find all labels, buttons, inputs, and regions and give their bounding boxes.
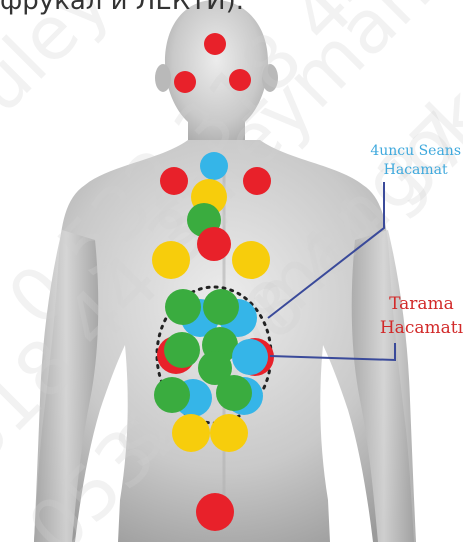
point-yellow-mid-right <box>232 241 270 279</box>
scan-label-line1: Tarama <box>380 292 463 316</box>
scan-label: Tarama Hacamatı <box>380 292 463 340</box>
point-red-head-right <box>229 69 251 91</box>
point-green-l1 <box>165 289 201 325</box>
point-red-sacrum <box>196 493 234 531</box>
point-blue-neck <box>200 152 228 180</box>
point-green-l3 <box>164 332 200 368</box>
header-partial-text: фрукал и ЛЕКТИ). <box>0 0 244 16</box>
point-red-upper <box>197 227 231 261</box>
point-green-l6 <box>154 377 190 413</box>
point-yellow-low-right <box>210 414 248 452</box>
point-red-head-left <box>174 71 196 93</box>
session-label-line2: Hacamat <box>370 161 461 180</box>
point-blue-l3 <box>232 339 268 375</box>
point-yellow-mid-left <box>152 241 190 279</box>
point-red-shoulder-left <box>160 167 188 195</box>
left-ear <box>155 64 171 92</box>
point-green-l7 <box>216 375 252 411</box>
point-green-l2 <box>203 289 239 325</box>
point-red-head-top <box>204 33 226 55</box>
session-label-line1: 4uncu Seans <box>370 142 461 161</box>
point-yellow-low-left <box>172 414 210 452</box>
session-label: 4uncu Seans Hacamat <box>370 142 461 180</box>
point-red-shoulder-right <box>243 167 271 195</box>
scan-label-line2: Hacamatı <box>380 316 463 340</box>
